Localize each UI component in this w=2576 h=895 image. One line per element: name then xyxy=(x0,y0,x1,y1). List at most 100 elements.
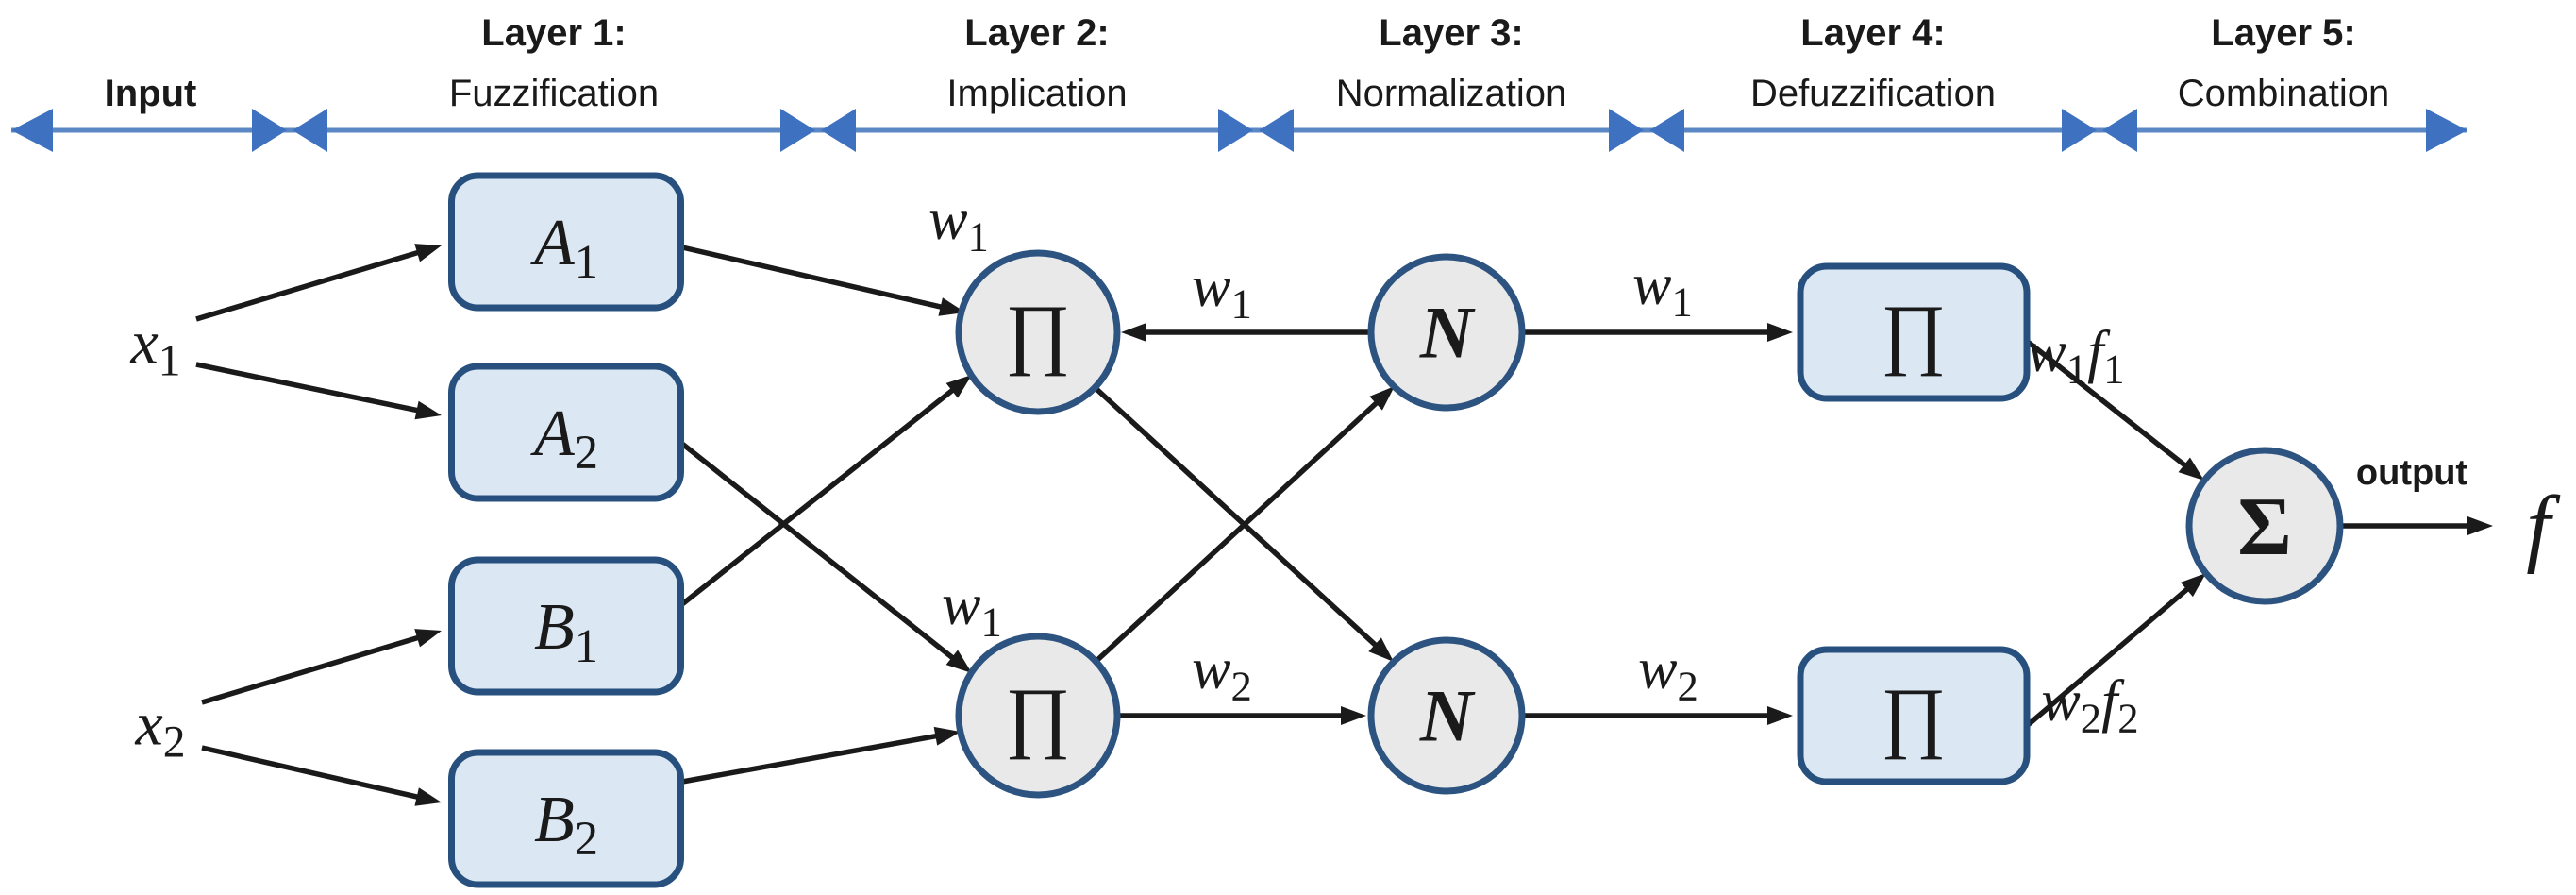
label-part: N xyxy=(1419,292,1476,374)
label-part: A xyxy=(530,397,575,470)
ruler-separator-arrow-icon xyxy=(2102,109,2137,152)
arrowhead-icon xyxy=(945,375,972,398)
label-part: 2 xyxy=(1231,662,1252,709)
edge-b1-p1 xyxy=(680,375,972,607)
edge-x2-b2 xyxy=(201,745,442,806)
edge-sum-f: output xyxy=(2341,453,2493,535)
label-part: 1 xyxy=(2066,345,2087,392)
edge-line xyxy=(680,384,959,607)
edge-x1-a2 xyxy=(195,362,442,420)
ruler-separator-arrow-icon xyxy=(821,109,856,152)
ruler-separator-arrow-icon xyxy=(780,109,815,152)
edge-line xyxy=(195,248,424,322)
label-part: ∏ xyxy=(1005,673,1070,761)
arrowhead-icon xyxy=(2467,516,2493,535)
edge-a1-p1 xyxy=(681,245,965,316)
edge-label-n1-d1: w1 xyxy=(1632,253,1693,325)
node-label-d2: ∏ xyxy=(1881,673,1946,761)
edge-line xyxy=(1095,397,1382,664)
label-part: f xyxy=(2526,478,2561,574)
label-part: 1 xyxy=(575,619,598,672)
arrowhead-icon xyxy=(933,726,961,746)
layer-subtitle: Defuzzification xyxy=(1750,73,1996,114)
node-circle-shape xyxy=(955,633,1121,799)
layer-segment-layer-3: Layer 3: Normalization xyxy=(1336,12,1567,114)
node-f: f xyxy=(2526,478,2561,574)
weight-label-above-p2: w1 xyxy=(942,573,1002,645)
edge-label-n2-d2: w2 xyxy=(1638,637,1698,709)
node-circle-shape xyxy=(2185,447,2344,605)
edge-d2-sum: w2f2 xyxy=(2026,573,2206,741)
node-p2: ∏ xyxy=(955,633,1121,799)
weight-label-above-p1: w1 xyxy=(928,188,989,260)
node-b1: B1 xyxy=(448,556,684,696)
layer-title: Layer 3: xyxy=(1379,12,1523,54)
layer-title: Layer 2: xyxy=(964,12,1109,54)
node-box-shape xyxy=(448,172,684,312)
edge-n1-p1: w1 xyxy=(1121,255,1370,342)
layer-title: Layer 5: xyxy=(2211,12,2355,54)
node-box-shape xyxy=(448,363,684,502)
label-part: w xyxy=(1192,637,1230,701)
edge-p2-n2: w2 xyxy=(1119,637,1366,725)
node-x2: x2 xyxy=(134,689,185,767)
ruler-separator-arrow-icon xyxy=(1609,109,1644,152)
layer-segment-layer-2: Layer 2: Implication xyxy=(946,12,1127,114)
label-part: 1 xyxy=(575,235,598,288)
node-d1: ∏ xyxy=(1797,262,2031,402)
edge-n1-d1: w1 xyxy=(1524,253,1793,342)
label-part: 1 xyxy=(1231,279,1252,327)
layer-subtitle: Normalization xyxy=(1336,73,1567,114)
layer-segment-layer-5: Layer 5: Combination xyxy=(2178,12,2390,114)
edge-line xyxy=(681,245,947,311)
label-part: ∏ xyxy=(1881,290,1946,378)
layer-segment-layer-1: Layer 1:Fuzzification xyxy=(449,12,659,114)
label-part: output xyxy=(2356,453,2468,493)
layer-title: Input xyxy=(105,73,197,114)
edge-line xyxy=(201,745,424,802)
edge-line xyxy=(2026,339,2191,471)
node-label-f: f xyxy=(2526,478,2561,574)
label-part: 2 xyxy=(163,718,186,768)
arrowhead-icon xyxy=(1121,323,1146,342)
node-a1: A1 xyxy=(448,172,684,312)
node-circle-shape xyxy=(955,249,1121,415)
node-d2: ∏ xyxy=(1797,646,2031,785)
node-n1: N xyxy=(1367,253,1526,412)
label-part: 2 xyxy=(2081,694,2101,741)
label-part: w xyxy=(1192,255,1230,319)
edge-label-d1-sum: w1f1 xyxy=(2027,320,2124,392)
node-circle-shape xyxy=(1367,636,1526,795)
node-label-a2: A2 xyxy=(530,397,598,479)
node-label-sum: Σ xyxy=(2237,481,2292,573)
label-part: Σ xyxy=(2237,481,2292,573)
layer-subtitle: Combination xyxy=(2178,73,2390,114)
node-b2: B2 xyxy=(448,749,684,888)
label-part: x xyxy=(129,308,158,377)
arrowhead-icon xyxy=(945,650,972,673)
label-part: 2 xyxy=(1678,662,1698,709)
node-label-p2: ∏ xyxy=(1005,673,1070,761)
label-part: w xyxy=(2041,669,2080,734)
node-label-b1: B1 xyxy=(534,591,598,672)
edge-label-n1-p1: w1 xyxy=(1192,255,1252,327)
layer-subtitle: Implication xyxy=(946,73,1127,114)
node-x1: x1 xyxy=(129,308,180,385)
edge-line xyxy=(681,733,942,785)
ruler-separator-arrow-icon xyxy=(1218,109,1253,152)
arrowhead-icon xyxy=(2178,457,2204,481)
label-part: w xyxy=(2027,320,2066,384)
edge-x2-b1 xyxy=(201,629,442,705)
edge-line xyxy=(2026,583,2193,728)
edge-line xyxy=(680,441,959,664)
edge-x1-a1 xyxy=(195,244,442,322)
edge-label-d2-sum: w2f2 xyxy=(2041,669,2138,741)
ruler-separator-arrow-icon xyxy=(1649,109,1684,152)
label-part: 1 xyxy=(159,337,181,386)
arrowhead-icon xyxy=(414,787,442,806)
node-label-b2: B2 xyxy=(534,784,598,865)
label-part: ∏ xyxy=(1005,290,1070,378)
layer-subtitle: Fuzzification xyxy=(449,73,659,114)
